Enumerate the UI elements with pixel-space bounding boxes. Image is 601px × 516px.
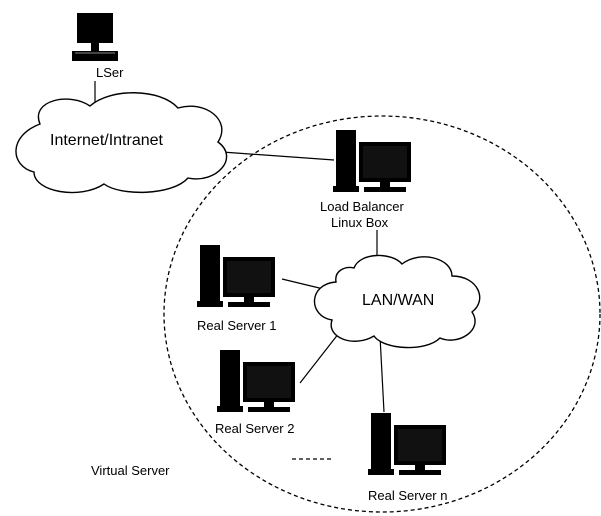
real-server-n-computer-icon [368,413,446,475]
internet-cloud [15,92,228,194]
load-balancer-computer-icon [333,130,411,192]
virtual-server-boundary [163,115,601,513]
load-balancer-label-line1: Load Balancer [320,199,404,214]
link-internet-balancer [221,151,335,161]
user-terminal-icon [72,13,118,61]
real-server-2-computer-icon [217,350,295,412]
internet-cloud-label: Internet/Intranet [50,132,163,149]
real-server-1-label: Real Server 1 [197,318,277,333]
real-server-2-label: Real Server 2 [215,421,295,436]
load-balancer-label-line2: Linux Box [331,215,389,230]
user-label: LSer [96,65,124,80]
link-server2-lan [299,332,340,384]
lan-cloud [313,254,481,349]
virtual-server-label: Virtual Server [91,463,170,478]
lan-cloud-label: LAN/WAN [362,292,435,309]
real-server-n-label: Real Server n [368,488,448,503]
real-server-1-computer-icon [197,245,275,307]
link-servern-lan [379,335,385,413]
